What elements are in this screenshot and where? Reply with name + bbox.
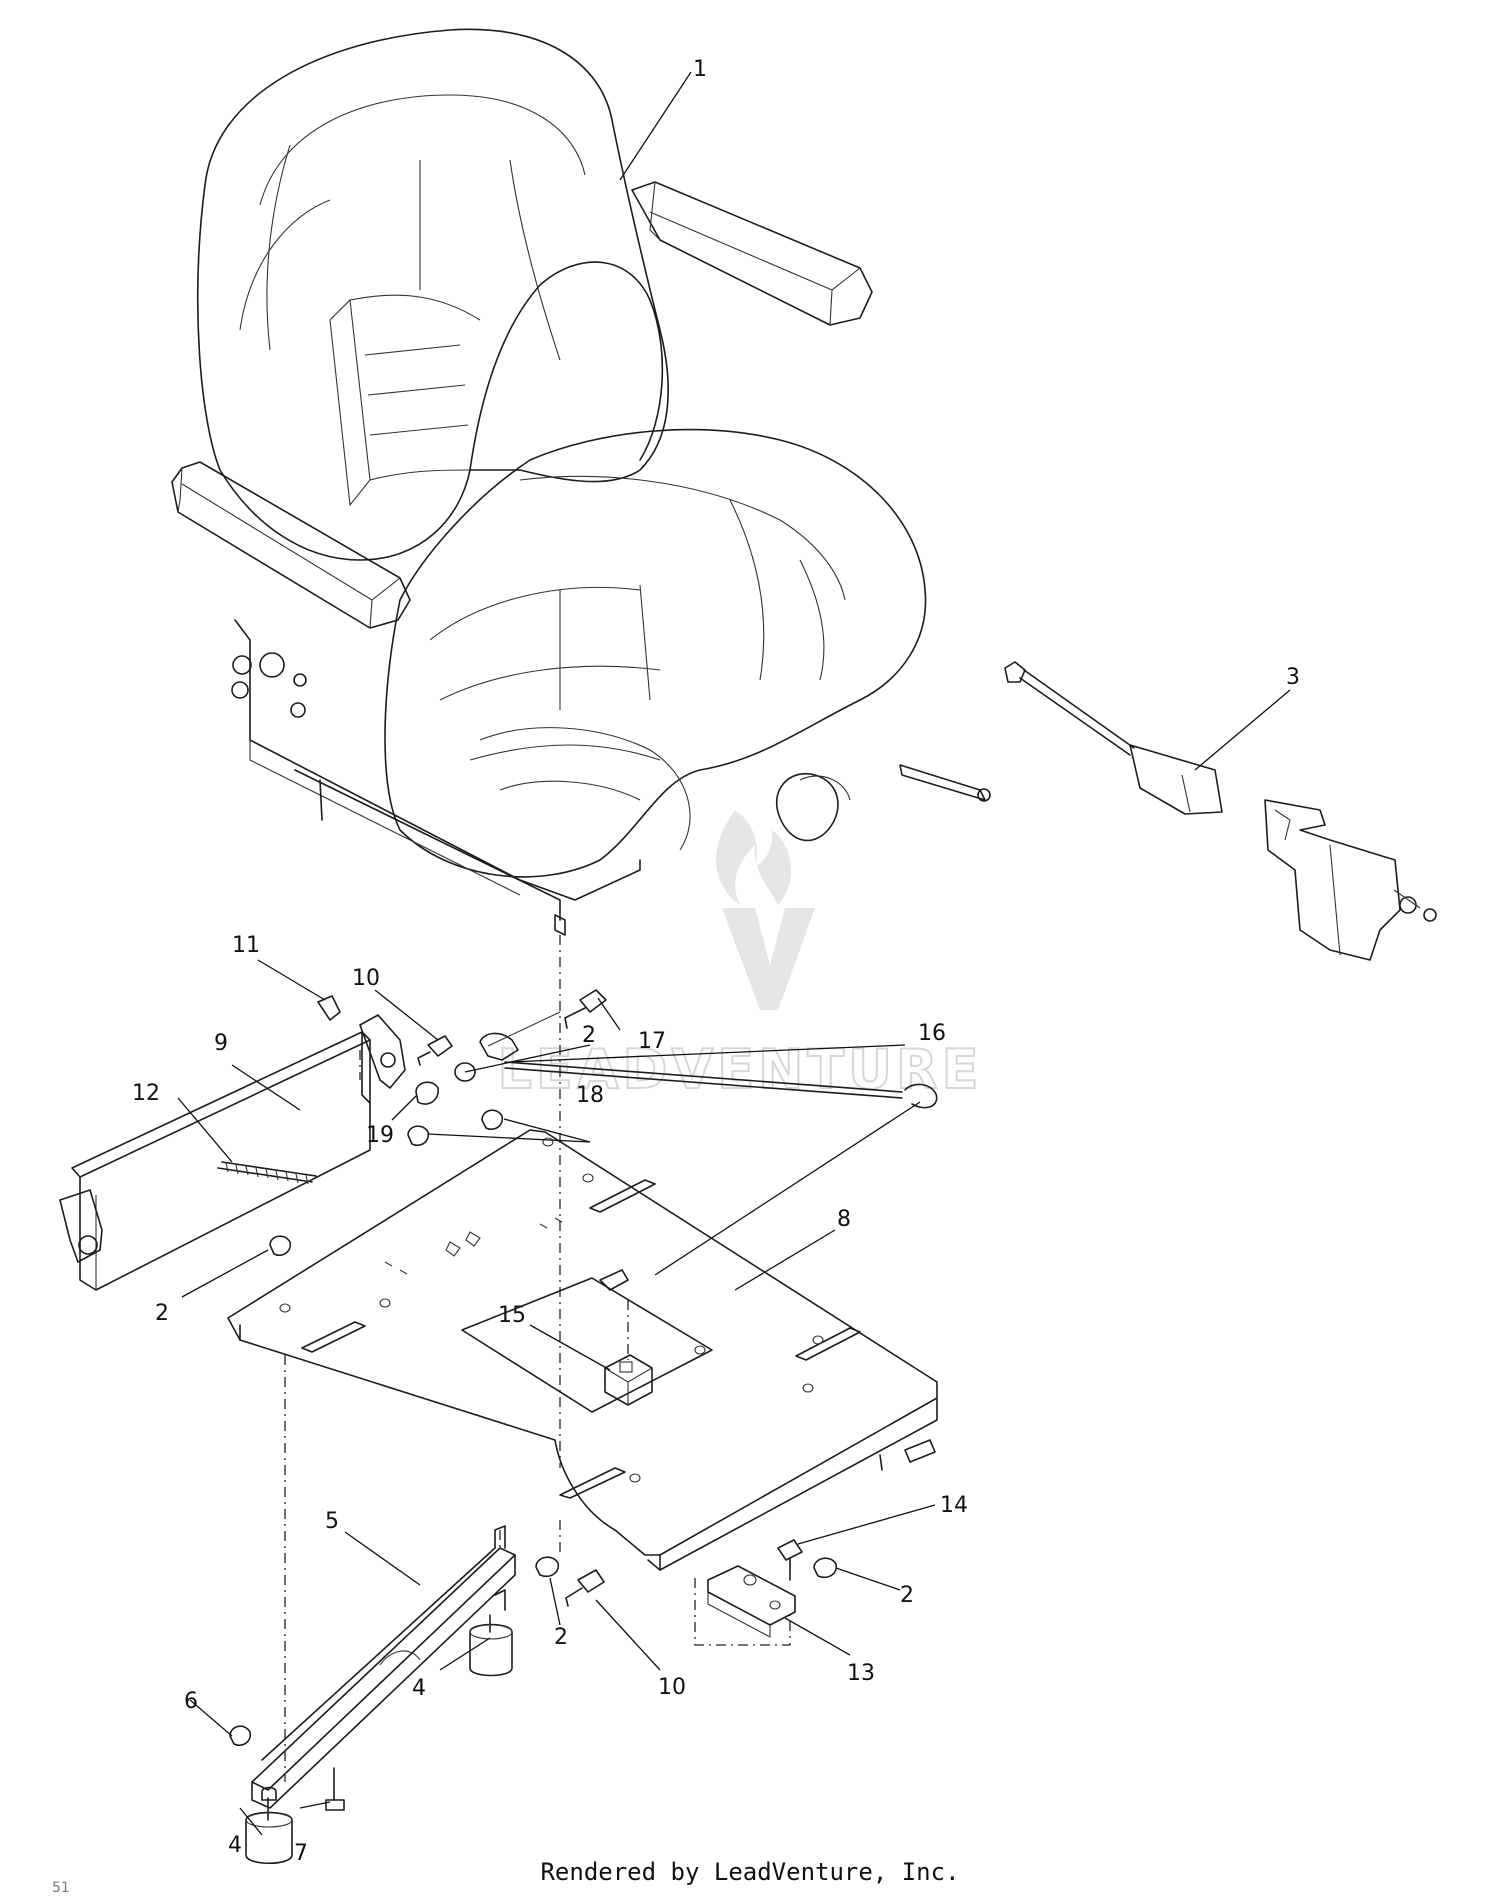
part-clip (604, 1354, 653, 1406)
callout-6: 6 (184, 1689, 198, 1714)
part-bracket-plate (59, 1031, 371, 1291)
callout-2-lower-right: 2 (900, 1583, 914, 1608)
watermark-text: LEADVENTURE (498, 1038, 983, 1101)
part-switch-bracket (707, 1539, 838, 1638)
callout-labels: 1 2 2 2 2 3 4 4 5 6 7 8 9 10 10 11 12 13… (132, 57, 1300, 1866)
callout-15: 15 (498, 1303, 526, 1328)
render-credit: Rendered by LeadVenture, Inc. (540, 1858, 960, 1886)
callout-2-left: 2 (155, 1301, 169, 1326)
part-slide-rail (251, 1525, 516, 1809)
callout-11: 11 (232, 933, 260, 958)
callout-5: 5 (325, 1509, 339, 1534)
callout-9: 9 (214, 1031, 228, 1056)
part-seat (171, 28, 991, 936)
callout-14: 14 (940, 1493, 968, 1518)
assembly-centerlines (284, 935, 791, 1782)
part-seat-belt (1004, 661, 1437, 961)
callout-17: 17 (638, 1029, 666, 1054)
callout-12: 12 (132, 1081, 160, 1106)
callout-3: 3 (1286, 665, 1300, 690)
callout-13: 13 (847, 1661, 875, 1686)
part-base-plate (227, 1129, 938, 1571)
callout-2-lower-middle: 2 (554, 1625, 568, 1650)
callout-8: 8 (837, 1207, 851, 1232)
callout-2-upper: 2 (582, 1023, 596, 1048)
part-isolators-fasteners (229, 1556, 605, 1864)
callout-19: 19 (366, 1123, 394, 1148)
callout-leaders (177, 71, 1291, 1836)
callout-4-upper: 4 (412, 1676, 426, 1701)
part-hardware-upper (217, 989, 607, 1257)
callout-7: 7 (294, 1841, 308, 1866)
callout-4-lower: 4 (228, 1833, 242, 1858)
corner-mark: 51 (52, 1880, 70, 1896)
part-cable (479, 1011, 938, 1109)
callout-10-lower: 10 (658, 1675, 686, 1700)
callout-18: 18 (576, 1083, 604, 1108)
callout-10-upper: 10 (352, 966, 380, 991)
callout-16: 16 (918, 1021, 946, 1046)
callout-1: 1 (693, 57, 707, 82)
leadventure-watermark: LEADVENTURE (497, 810, 983, 1102)
